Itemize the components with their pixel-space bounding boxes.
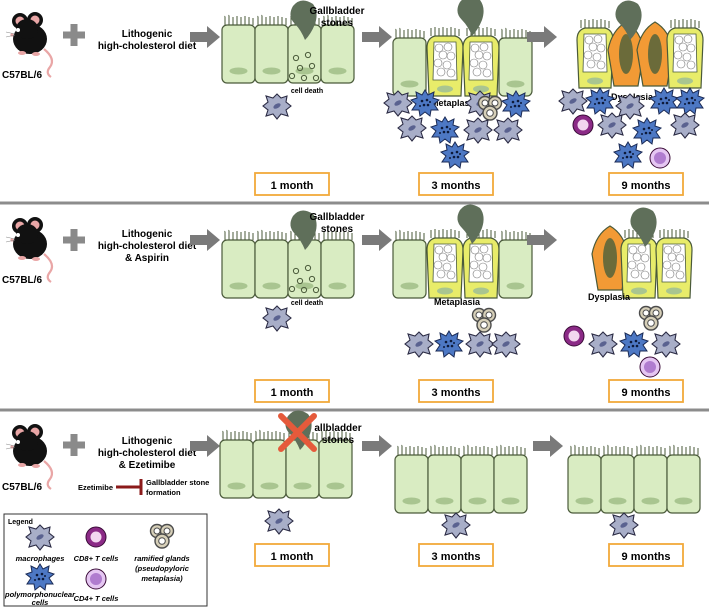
- ezetimibe-inhibition: Ezetimibe Gallbladder stone formation: [78, 478, 209, 497]
- svg-text:3 months: 3 months: [432, 551, 481, 563]
- immune-cells-3-months: [404, 307, 521, 358]
- legend-cd4: CD4+ T cells: [74, 594, 119, 603]
- epithelium-1-month: [221, 0, 355, 84]
- epithelium-3-months: [394, 444, 528, 514]
- legend-pmn-line1: polymorphonuclear: [4, 590, 76, 599]
- epithelium-1-month: [221, 210, 355, 299]
- panel-3: C57BL/6 Lithogenic high-cholesterol diet…: [2, 410, 701, 567]
- cell-death-label: cell death: [291, 88, 323, 95]
- svg-text:1 month: 1 month: [271, 551, 314, 563]
- metaplasia-label: Metaplasia: [431, 98, 478, 108]
- diet-label-line1: Lithogenic: [122, 29, 173, 40]
- legend: Legend macrophages CD8+ T cells ramified…: [3, 513, 208, 607]
- mouse-icon: [4, 422, 54, 491]
- svg-text:9 months: 9 months: [622, 180, 671, 192]
- svg-text:9 months: 9 months: [622, 387, 671, 399]
- legend-ramified-line2: (pseudopyloric: [135, 564, 190, 573]
- panel-1: C57BL/6 Lithogenic high-cholesterol diet…: [2, 0, 705, 196]
- time-label-9-months: 9 months: [608, 172, 684, 196]
- time-label-9-months: 9 months: [608, 379, 684, 403]
- diet-label-line2: high-cholesterol diet: [98, 41, 197, 52]
- cell-death-label: cell death: [291, 300, 323, 307]
- diet-label-line2: high-cholesterol diet: [98, 241, 197, 252]
- diet-label-line3: & Aspirin: [125, 253, 169, 264]
- cd8-icon: [85, 526, 107, 548]
- macrophage: [262, 93, 292, 120]
- plus-icon: [63, 434, 85, 456]
- legend-macrophages: macrophages: [16, 554, 65, 563]
- mouse-icon: [4, 215, 54, 284]
- stones-label-line1: allbladder: [314, 423, 361, 434]
- mouse-label: C57BL/6: [2, 482, 42, 493]
- time-label-1-month: 1 month: [254, 172, 330, 196]
- stones-label-line2: stones: [321, 224, 354, 235]
- inhibitor-label: Ezetimibe: [78, 483, 113, 492]
- dysplasia-label: Dysplasia: [588, 292, 631, 302]
- arrow-icon: [362, 229, 392, 251]
- dying-cell-debris: [288, 264, 320, 294]
- stones-label-line2: stones: [322, 435, 355, 446]
- legend-cd8: CD8+ T cells: [74, 554, 119, 563]
- time-label-1-month: 1 month: [254, 543, 330, 567]
- gallbladder-stone: [457, 0, 484, 37]
- legend-pmn-line2: cells: [32, 598, 49, 607]
- arrow-icon: [362, 26, 392, 48]
- macrophage: [262, 305, 292, 332]
- epithelium-3-months: [392, 204, 533, 299]
- legend-ramified-line3: metaplasia): [141, 574, 183, 583]
- epithelium-9-months: [591, 207, 693, 299]
- time-label-3-months: 3 months: [418, 379, 494, 403]
- plus-icon: [63, 229, 85, 251]
- arrow-icon: [533, 435, 563, 457]
- svg-text:1 month: 1 month: [271, 180, 314, 192]
- stones-label-line1: Gallbladder: [309, 212, 364, 223]
- svg-text:3 months: 3 months: [432, 180, 481, 192]
- time-label-3-months: 3 months: [418, 543, 494, 567]
- time-label-3-months: 3 months: [418, 172, 494, 196]
- svg-text:9 months: 9 months: [622, 551, 671, 563]
- epithelium-3-months: [392, 0, 533, 97]
- stones-label-line1: Gallbladder: [309, 6, 364, 17]
- immune-cells-9-months: [563, 305, 681, 378]
- macrophage-icon: [25, 524, 55, 551]
- macrophage: [264, 508, 294, 535]
- epithelium-9-months: [567, 444, 701, 514]
- macrophage: [609, 512, 639, 539]
- arrow-icon: [362, 435, 392, 457]
- mouse-icon: [4, 10, 54, 79]
- stones-label-line2: stones: [321, 18, 354, 29]
- dying-cell-debris: [288, 51, 320, 82]
- time-label-9-months: 9 months: [608, 543, 684, 567]
- svg-text:1 month: 1 month: [271, 387, 314, 399]
- diet-label-line3: & Ezetimibe: [119, 460, 176, 471]
- immune-cells-9-months: [558, 87, 705, 169]
- x-mark-icon: [278, 413, 317, 452]
- inhibit-target-line2: formation: [146, 488, 181, 497]
- legend-title: Legend: [8, 519, 33, 526]
- mouse-label: C57BL/6: [2, 275, 42, 286]
- svg-text:3 months: 3 months: [432, 387, 481, 399]
- panel-2: C57BL/6 Lithogenic high-cholesterol diet…: [2, 204, 693, 403]
- diet-label-line1: Lithogenic: [122, 229, 173, 240]
- cd4-icon: [85, 568, 107, 590]
- diet-label-line1: Lithogenic: [122, 436, 173, 447]
- epithelium-9-months: [576, 0, 704, 89]
- time-label-1-month: 1 month: [254, 379, 330, 403]
- mouse-label: C57BL/6: [2, 70, 42, 81]
- macrophage: [441, 512, 471, 539]
- inhibit-target-line1: Gallbladder stone: [146, 478, 209, 487]
- diet-label-line2: high-cholesterol diet: [98, 448, 197, 459]
- metaplasia-label: Metaplasia: [434, 297, 481, 307]
- plus-icon: [63, 24, 85, 46]
- legend-ramified-line1: ramified glands: [134, 554, 189, 563]
